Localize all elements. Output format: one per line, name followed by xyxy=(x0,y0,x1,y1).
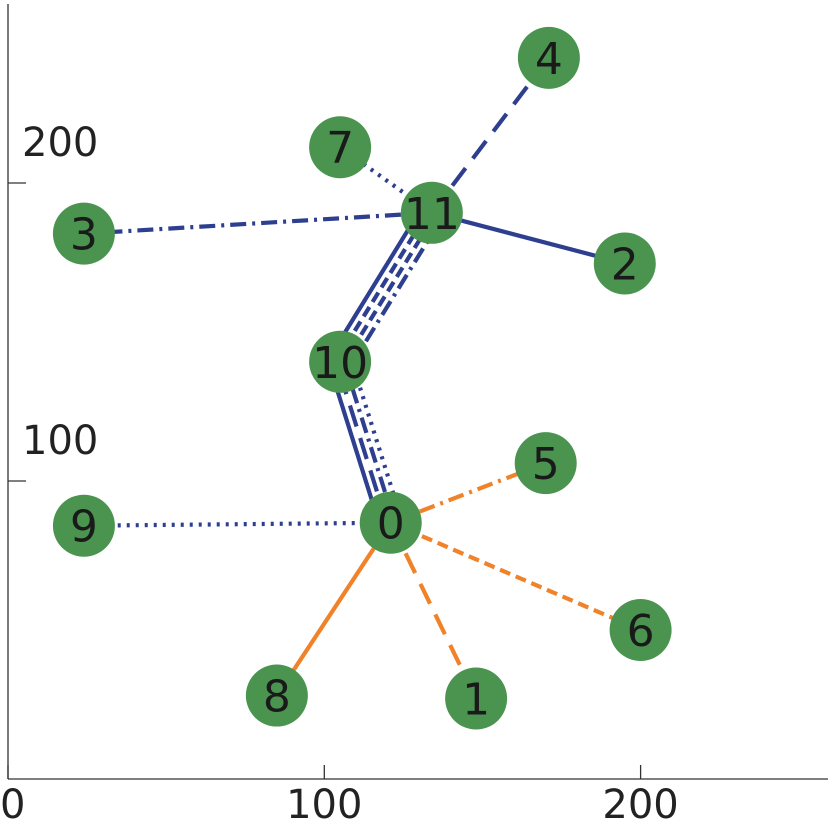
x-tick-label-0: 0 xyxy=(0,782,25,821)
edge-11-2-13 xyxy=(431,210,626,266)
node-label-0: 0 xyxy=(377,499,405,550)
node-0: 0 xyxy=(359,491,422,554)
node-3: 3 xyxy=(52,202,115,265)
edge-11-3-14 xyxy=(83,210,432,236)
node-circle-5 xyxy=(514,432,577,495)
edge-0-10-7 xyxy=(341,360,397,523)
node-circle-2 xyxy=(593,232,656,295)
node-circle-1 xyxy=(445,667,508,730)
node-circle-0 xyxy=(359,491,422,554)
node-11: 11 xyxy=(400,181,463,244)
node-circle-7 xyxy=(309,116,372,179)
nodes: 0 1 2 3 4 5 6 7 8 9 10 11 xyxy=(52,26,672,730)
node-2: 2 xyxy=(593,232,656,295)
node-label-7: 7 xyxy=(326,123,354,174)
node-8: 8 xyxy=(245,664,308,727)
node-6: 6 xyxy=(609,599,672,661)
y-tick-label-200: 200 xyxy=(22,120,98,166)
node-circle-4 xyxy=(517,26,580,89)
node-label-1: 1 xyxy=(462,675,490,726)
node-4: 4 xyxy=(517,26,580,89)
y-tick-label-100: 100 xyxy=(22,418,98,464)
node-circle-10 xyxy=(309,330,372,393)
node-label-4: 4 xyxy=(535,34,563,85)
node-label-2: 2 xyxy=(611,239,639,290)
node-circle-11 xyxy=(400,181,463,244)
node-9: 9 xyxy=(52,494,115,557)
node-label-11: 11 xyxy=(404,189,460,240)
node-label-10: 10 xyxy=(312,338,368,389)
node-1: 1 xyxy=(445,667,508,730)
node-label-6: 6 xyxy=(627,606,655,657)
x-tick-label-100: 100 xyxy=(286,782,362,821)
node-label-8: 8 xyxy=(263,672,291,723)
x-tick-label-200: 200 xyxy=(602,782,678,821)
node-label-9: 9 xyxy=(70,502,98,553)
edge-10-11-9 xyxy=(328,205,425,358)
edge-0-8-0 xyxy=(275,521,393,697)
node-label-5: 5 xyxy=(532,439,560,490)
node-label-3: 3 xyxy=(70,210,98,261)
node-circle-8 xyxy=(245,664,308,727)
node-circle-3 xyxy=(52,202,115,265)
node-circle-6 xyxy=(609,599,672,661)
node-10: 10 xyxy=(309,330,372,393)
node-circle-9 xyxy=(52,494,115,557)
node-7: 7 xyxy=(309,116,372,179)
edge-0-6-2 xyxy=(389,520,642,632)
node-5: 5 xyxy=(514,432,577,495)
edge-0-9-4 xyxy=(83,520,391,528)
